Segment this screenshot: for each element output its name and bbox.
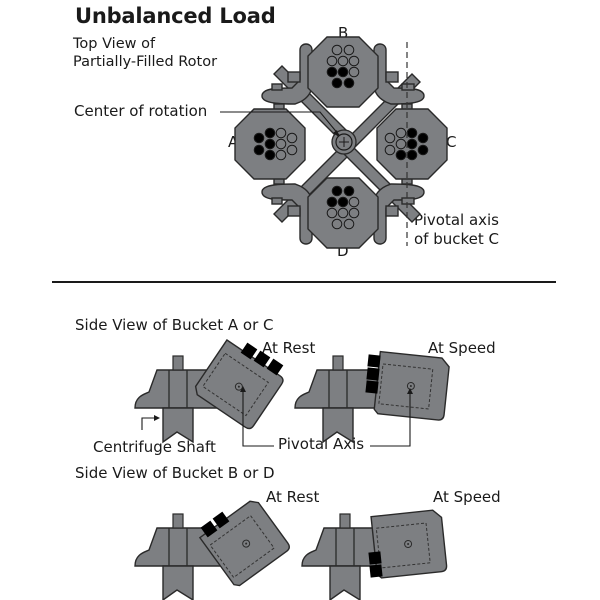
arrowhead-icon <box>154 415 160 421</box>
pivotal-axis-label-1: Pivotal axis <box>414 211 499 229</box>
tube-filled <box>406 127 418 139</box>
tube-empty <box>395 138 407 150</box>
tube-empty <box>343 44 355 56</box>
side-view-ac-at-rest: At Rest <box>262 339 316 357</box>
tube-filled <box>395 149 407 161</box>
side-view-ac-at-speed: At Speed <box>428 339 496 357</box>
pivotal-axis-side-label: Pivotal Axis <box>278 435 365 453</box>
tube-empty <box>348 196 360 208</box>
tube-filled <box>337 66 349 78</box>
top-view-subtitle-2: Partially-Filled Rotor <box>73 54 218 70</box>
arrowhead-icon <box>333 130 339 137</box>
tubes-side-at-speed <box>365 354 381 394</box>
tube-filled <box>331 185 343 197</box>
center-of-rotation-label: Center of rotation <box>74 102 208 120</box>
tube-filled <box>406 138 418 150</box>
arrowhead-icon <box>240 386 246 392</box>
tube-empty <box>348 55 360 67</box>
tubes-top-at-rest <box>240 342 284 376</box>
tube-empty <box>286 144 298 156</box>
tube-empty <box>343 218 355 230</box>
side-view-ac-at-rest-figure <box>134 339 284 447</box>
rotor-top-view <box>220 36 448 249</box>
bucket-label-b: B <box>338 24 349 42</box>
tube-empty <box>384 144 396 156</box>
centrifuge-shaft-label: Centrifuge Shaft <box>93 438 216 456</box>
pivot-leader-line-speed <box>370 392 411 447</box>
tube-empty <box>395 127 407 139</box>
bucket-label-d: D <box>337 242 349 260</box>
pivot-leader-line-rest <box>242 390 274 447</box>
bucket-label-a: A <box>228 133 239 151</box>
tube-empty <box>384 132 396 144</box>
tube-filled <box>326 66 338 78</box>
tube-filled <box>343 77 355 89</box>
arrowhead-icon <box>407 388 413 394</box>
tube-filled <box>406 149 418 161</box>
tube-filled <box>253 132 265 144</box>
tube-filled <box>264 138 276 150</box>
tubes-bd-at-speed <box>368 551 383 578</box>
pivotal-axis-label-2: of bucket C <box>414 230 500 248</box>
tube-empty <box>337 207 349 219</box>
tube-empty <box>348 66 360 78</box>
tube-empty <box>348 207 360 219</box>
tube-empty <box>275 138 287 150</box>
tube-filled <box>337 196 349 208</box>
side-view-bd-at-speed: At Speed <box>433 488 501 506</box>
tube-empty <box>337 55 349 67</box>
bucket-label-c: C <box>446 133 457 151</box>
tube-empty <box>326 55 338 67</box>
top-view-subtitle-1: Top View of <box>73 36 156 52</box>
side-view-ac-heading: Side View of Bucket A or C <box>75 316 274 334</box>
bucket-d <box>307 177 379 249</box>
center-of-rotation-icon <box>335 133 353 151</box>
center-leader-line <box>220 111 340 136</box>
tube-filled <box>253 144 265 156</box>
side-view-bd-at-rest: At Rest <box>266 488 320 506</box>
tubes-bd-at-rest <box>200 511 230 538</box>
tube-filled <box>343 185 355 197</box>
tube-empty <box>331 44 343 56</box>
tube-empty <box>326 207 338 219</box>
tube-empty <box>331 218 343 230</box>
tube-empty <box>275 127 287 139</box>
side-view-bd-at-rest-figure <box>134 500 290 600</box>
tube-filled <box>264 127 276 139</box>
side-view-bd-at-speed-figure <box>301 509 448 600</box>
page-title: Unbalanced Load <box>75 4 276 28</box>
tube-empty <box>275 149 287 161</box>
side-view-ac-at-speed-figure <box>294 350 450 447</box>
tube-filled <box>331 77 343 89</box>
tube-filled <box>417 132 429 144</box>
tube-empty <box>286 132 298 144</box>
tube-filled <box>417 144 429 156</box>
tube-filled <box>264 149 276 161</box>
tube-filled <box>326 196 338 208</box>
tube-group <box>253 44 429 230</box>
shaft-leader-line <box>141 417 156 430</box>
side-view-bd-heading: Side View of Bucket B or D <box>75 464 275 482</box>
